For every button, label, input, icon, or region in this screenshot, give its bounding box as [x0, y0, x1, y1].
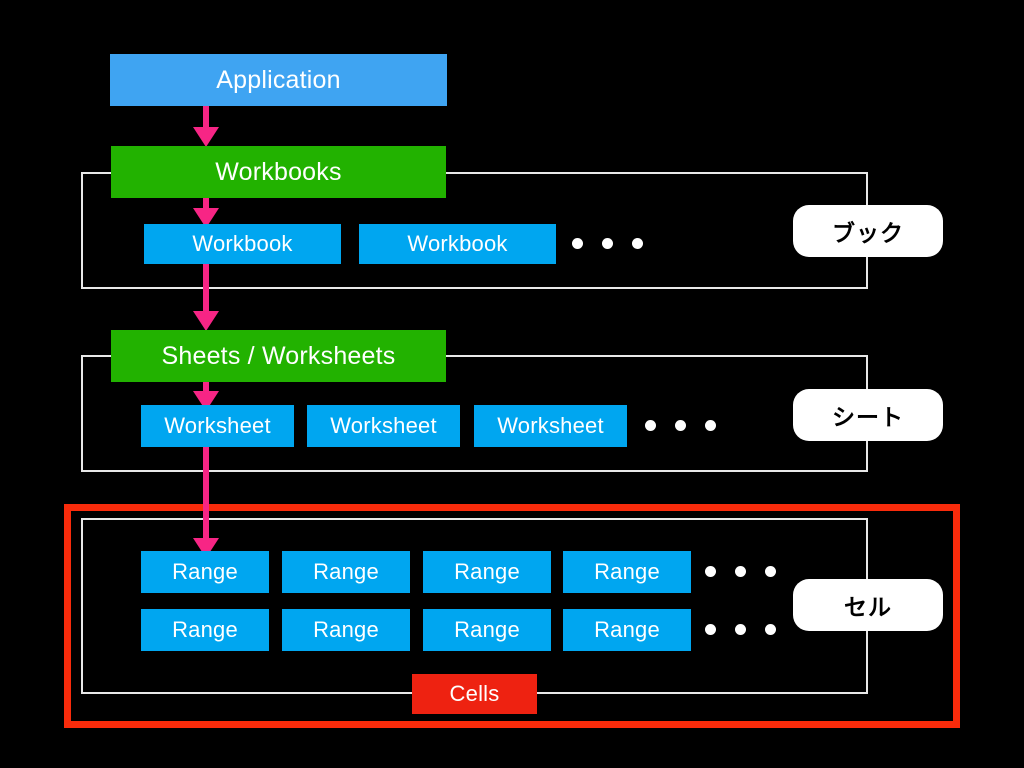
node-range-r2c2-label: Range	[313, 617, 379, 642]
node-workbook-2[interactable]: Workbook	[359, 224, 556, 264]
cells-emphasis-frame	[64, 504, 960, 728]
node-cells[interactable]: Cells	[412, 674, 537, 714]
worksheet-ellipsis	[645, 420, 716, 431]
node-range-r1c2-label: Range	[313, 559, 379, 584]
range-row-1-ellipsis	[705, 566, 776, 577]
node-range-r1c4-label: Range	[594, 559, 660, 584]
node-workbook-1-label: Workbook	[192, 231, 293, 256]
node-range-r2c3[interactable]: Range	[423, 609, 551, 651]
node-worksheet-3[interactable]: Worksheet	[474, 405, 627, 447]
node-range-r2c2[interactable]: Range	[282, 609, 410, 651]
badge-book-label: ブック	[832, 220, 904, 246]
node-range-r2c1-label: Range	[172, 617, 238, 642]
node-workbook-2-label: Workbook	[407, 231, 508, 256]
node-worksheet-2[interactable]: Worksheet	[307, 405, 460, 447]
badge-sheet: シート	[793, 389, 943, 441]
node-application-label: Application	[216, 65, 341, 94]
node-sheets[interactable]: Sheets / Worksheets	[111, 330, 446, 382]
node-range-r2c1[interactable]: Range	[141, 609, 269, 651]
node-range-r2c4-label: Range	[594, 617, 660, 642]
node-workbooks-label: Workbooks	[215, 157, 342, 186]
node-workbooks[interactable]: Workbooks	[111, 146, 446, 198]
node-sheets-label: Sheets / Worksheets	[161, 341, 396, 370]
node-cells-label: Cells	[449, 681, 500, 706]
node-range-r1c3[interactable]: Range	[423, 551, 551, 593]
node-worksheet-1[interactable]: Worksheet	[141, 405, 294, 447]
node-range-r1c3-label: Range	[454, 559, 520, 584]
node-range-r1c2[interactable]: Range	[282, 551, 410, 593]
node-range-r2c4[interactable]: Range	[563, 609, 691, 651]
node-range-r1c1-label: Range	[172, 559, 238, 584]
badge-cell: セル	[793, 579, 943, 631]
node-workbook-1[interactable]: Workbook	[144, 224, 341, 264]
badge-book: ブック	[793, 205, 943, 257]
node-range-r2c3-label: Range	[454, 617, 520, 642]
node-range-r1c4[interactable]: Range	[563, 551, 691, 593]
node-worksheet-3-label: Worksheet	[497, 413, 604, 438]
workbook-ellipsis	[572, 238, 643, 249]
range-row-2-ellipsis	[705, 624, 776, 635]
node-worksheet-2-label: Worksheet	[330, 413, 437, 438]
node-application[interactable]: Application	[110, 54, 447, 106]
badge-sheet-label: シート	[832, 404, 904, 430]
node-worksheet-1-label: Worksheet	[164, 413, 271, 438]
badge-cell-label: セル	[844, 594, 892, 620]
node-range-r1c1[interactable]: Range	[141, 551, 269, 593]
